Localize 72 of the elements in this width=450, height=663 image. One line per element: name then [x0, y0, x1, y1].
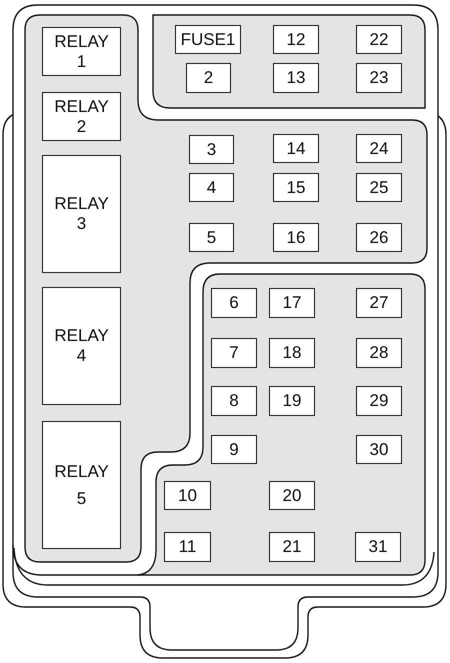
- fuse-slot: [356, 338, 402, 368]
- fuse-number: 27: [370, 293, 388, 313]
- fuse-number: 21: [282, 537, 302, 557]
- fuse-slot: [273, 63, 319, 93]
- fuse-number: 7: [229, 343, 239, 363]
- fuse-number: 19: [282, 391, 302, 411]
- fuse-slot: [211, 288, 257, 318]
- relay-socket: [42, 421, 121, 549]
- fuse-number: 25: [370, 178, 388, 198]
- fuse-number: 18: [282, 343, 302, 363]
- relay-socket: [42, 27, 121, 76]
- fuse-slot: [269, 338, 315, 368]
- fuse-number: 30: [370, 440, 388, 460]
- fuse-slot: [269, 288, 315, 318]
- fuse-slot: [186, 63, 231, 93]
- relay-socket: [42, 92, 121, 141]
- fuse-slot: [356, 63, 402, 93]
- fuse-number: 24: [370, 138, 388, 158]
- fuse-slot: [356, 223, 402, 252]
- fuse-number: 5: [206, 228, 216, 248]
- fuse-number: 9: [229, 440, 239, 460]
- fuse-slot: [356, 386, 402, 416]
- relay-label: RELAY 4: [54, 326, 109, 366]
- fuse-number: 31: [368, 537, 388, 557]
- fuse-slot: [356, 288, 402, 318]
- fuse-slot: [273, 173, 319, 202]
- fuse-slot: [273, 25, 319, 54]
- fuse-slot: [273, 134, 319, 163]
- relay-label: RELAY 2: [54, 96, 109, 136]
- relay-label: RELAY 5: [54, 461, 109, 510]
- fuse-number: 8: [229, 391, 239, 411]
- fuse-slot: [269, 532, 315, 562]
- fuse-slot: [356, 25, 402, 54]
- fuse-number: 2: [204, 68, 214, 88]
- fuse-number: 4: [206, 178, 216, 198]
- fuse-number: 6: [229, 293, 239, 313]
- fuse-number: 28: [370, 343, 388, 363]
- fuse-number: 16: [286, 228, 306, 248]
- fuse-number: 15: [286, 178, 306, 198]
- fuse-slot: [175, 25, 241, 54]
- fuse-number: FUSE1: [180, 30, 236, 50]
- fuse-number: 22: [370, 30, 388, 50]
- fuse-slot: [356, 173, 402, 202]
- fuse-number: 13: [286, 68, 306, 88]
- fuse-slot: [356, 435, 402, 464]
- fuse-slot: [273, 223, 319, 252]
- fuse-slot: [356, 134, 402, 163]
- fuse-number: 26: [370, 228, 388, 248]
- fuse-number: 12: [286, 30, 306, 50]
- fuse-slot: [211, 338, 257, 368]
- fuse-number: 14: [286, 138, 306, 158]
- relay-socket: [42, 287, 121, 405]
- fuse-slot: [269, 386, 315, 416]
- fuse-slot: [211, 386, 257, 416]
- fuse-number: 20: [282, 486, 302, 506]
- fuse-slot: [164, 532, 211, 562]
- relay-label: RELAY 1: [54, 32, 109, 72]
- fuse-number: 29: [370, 391, 388, 411]
- fuse-slot: [189, 223, 234, 252]
- fuse-number: 3: [206, 140, 216, 160]
- fuse-number: 10: [178, 486, 197, 506]
- fuse-slot: [355, 532, 401, 562]
- fuse-slot: [189, 135, 234, 164]
- fuse-slot: [269, 481, 315, 510]
- fuse-slot: [164, 481, 211, 510]
- fuse-number: 17: [282, 293, 302, 313]
- fuse-slot: [189, 173, 234, 202]
- relay-socket: [42, 155, 121, 273]
- fuse-number: 11: [178, 537, 196, 557]
- fuse-slot: [211, 435, 257, 464]
- fuse-number: 23: [370, 68, 388, 88]
- relay-label: RELAY 3: [54, 194, 109, 234]
